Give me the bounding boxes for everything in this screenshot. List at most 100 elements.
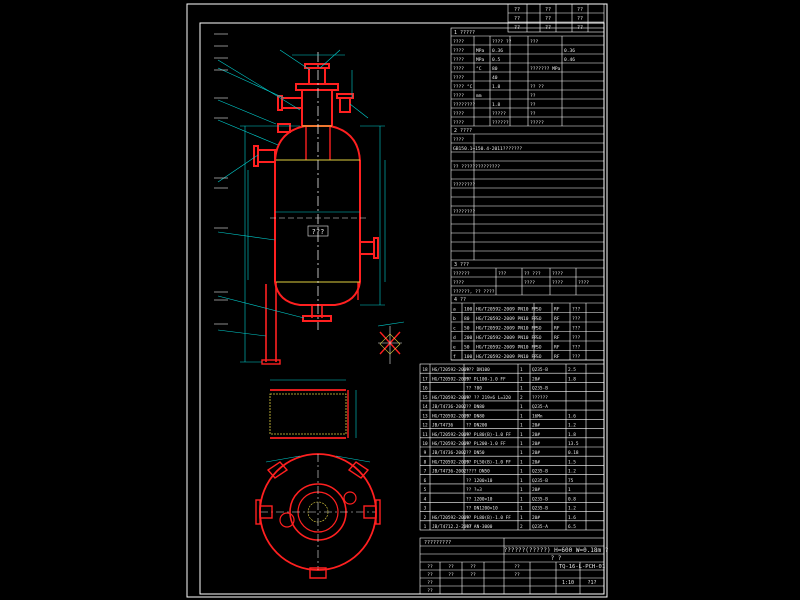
part-cell: 1 <box>520 496 523 502</box>
part-cell: HG/T20592-2009 <box>432 413 469 419</box>
part-cell: 11 <box>422 432 428 438</box>
title-label: ?? <box>514 564 520 570</box>
param-name: ???? <box>453 66 464 72</box>
nozzle-cell: 50 <box>464 345 470 351</box>
nozzle-cell: RF <box>554 307 560 313</box>
parts-list-table <box>419 363 605 531</box>
param-value: ???? ?? <box>492 39 512 45</box>
nozzle-cell: c <box>453 327 456 332</box>
std-line: ???????? <box>453 182 475 188</box>
part-cell: 1 <box>568 487 571 493</box>
title-label: ?? <box>427 580 433 586</box>
title-left-note: ????????? <box>424 540 451 546</box>
drawing-sheet: ?1? <box>587 580 596 586</box>
part-cell: ?? 1200×10 <box>466 478 493 484</box>
part-cell: 1 <box>520 367 523 373</box>
part-cell: 20# <box>532 515 540 521</box>
part-cell: 2.5 <box>568 367 576 373</box>
part-cell: 7 <box>424 469 427 475</box>
nozzle-cell: d <box>453 335 456 341</box>
nozzle-cell: SO <box>536 335 542 341</box>
part-cell: 20# <box>532 441 540 447</box>
nozzle-cell: e <box>453 346 456 351</box>
part-cell: 1.2 <box>568 423 576 429</box>
part-cell: ?? DN80 <box>466 404 485 410</box>
nozzle-cell: ??? <box>572 316 581 322</box>
part-cell: HG/T20592-2009 <box>432 376 469 382</box>
part-cell: Q235-B <box>532 478 548 484</box>
part-cell: 20# <box>532 423 540 429</box>
param-name: ???? <box>453 48 464 54</box>
nozzle-cell: ??? <box>572 335 581 341</box>
title-label: ?? <box>427 564 433 570</box>
param-value-2: 0.36 <box>564 48 575 54</box>
part-cell: 20# <box>532 487 540 493</box>
part-cell: ?? DN50 <box>466 450 485 456</box>
param-value: 40 <box>492 75 498 81</box>
title-label: ?? <box>470 564 476 570</box>
part-cell: 1 <box>520 423 523 429</box>
part-cell: JB/T4736-2002 <box>432 469 467 475</box>
part-cell: 75 <box>568 478 574 484</box>
part-cell: 1.8 <box>568 376 576 382</box>
part-cell: 1.2 <box>568 469 576 475</box>
section-title: 3 ??? <box>454 262 469 268</box>
nameplate-cell: ??????, ?? ???? <box>453 289 495 295</box>
part-cell: 1.2 <box>568 506 576 512</box>
title-block-labels: ???????????????????? <box>427 564 520 594</box>
part-cell: 1 <box>520 441 523 447</box>
param-unit: MPa <box>476 57 485 63</box>
body-label-box <box>307 225 329 237</box>
nozzle-cell: SO <box>536 354 542 360</box>
part-cell: 1 <box>520 413 523 419</box>
vessel-front-view <box>253 63 379 365</box>
revision-label: ?? <box>545 16 551 22</box>
revision-label: ?? <box>577 16 583 22</box>
nozzle-cell: b <box>453 316 456 322</box>
part-cell: Q235-A <box>532 524 548 530</box>
part-cell: 13 <box>422 413 428 419</box>
nozzle-cell: HG/T20592-2009 PN10 FF <box>476 316 537 322</box>
part-cell: 1.6 <box>568 515 576 521</box>
part-cell: 8 <box>424 459 427 465</box>
part-cell: JB/T4736-2002 <box>432 404 467 410</box>
part-cell: 1 <box>520 450 523 456</box>
part-cell: 2 <box>520 395 523 401</box>
nozzle-cell: HG/T20592-2009 PN10 FF <box>476 354 537 360</box>
part-cell: 1 <box>520 404 523 410</box>
param-unit: °C <box>476 66 482 72</box>
revision-label: ?? <box>545 7 551 13</box>
nozzle-cell: a <box>453 308 456 313</box>
title-label: ?? <box>470 572 476 578</box>
part-cell: 9 <box>424 450 427 456</box>
param-name: ???? °C <box>453 84 473 90</box>
part-cell: ?? ?80 <box>466 386 482 392</box>
nameplate-cell: ?????? <box>453 271 470 277</box>
nozzle-cell: SO <box>536 345 542 351</box>
top-cover <box>308 67 326 85</box>
technical-spec-table <box>450 27 605 361</box>
part-cell: ?? ?? 219×6 L=320 <box>466 395 511 401</box>
outer-border <box>186 3 608 598</box>
dimension-lines <box>217 49 386 363</box>
part-cell: Q235-B <box>532 367 548 373</box>
part-cell: 12 <box>422 423 428 429</box>
std-line: ???? <box>453 137 464 143</box>
part-cell: ?? DN200 <box>466 423 488 429</box>
bottom-head <box>274 281 361 306</box>
title-label: ?? <box>448 572 454 578</box>
leg-base-plate <box>261 359 281 365</box>
part-cell: ?? PL200-1.0 FF <box>466 441 506 447</box>
vent-nozzle <box>339 97 351 113</box>
detail-internal-element <box>269 379 357 439</box>
part-cell: 16 <box>422 386 428 392</box>
nameplate-cell: ???? <box>578 280 589 286</box>
param-name: ???? <box>453 120 464 126</box>
param-value: 80 <box>492 66 498 72</box>
nozzle-cell: 100 <box>464 307 473 313</box>
drawing-subtitle: ? ? <box>551 555 562 562</box>
param-unit: mm <box>476 94 482 99</box>
